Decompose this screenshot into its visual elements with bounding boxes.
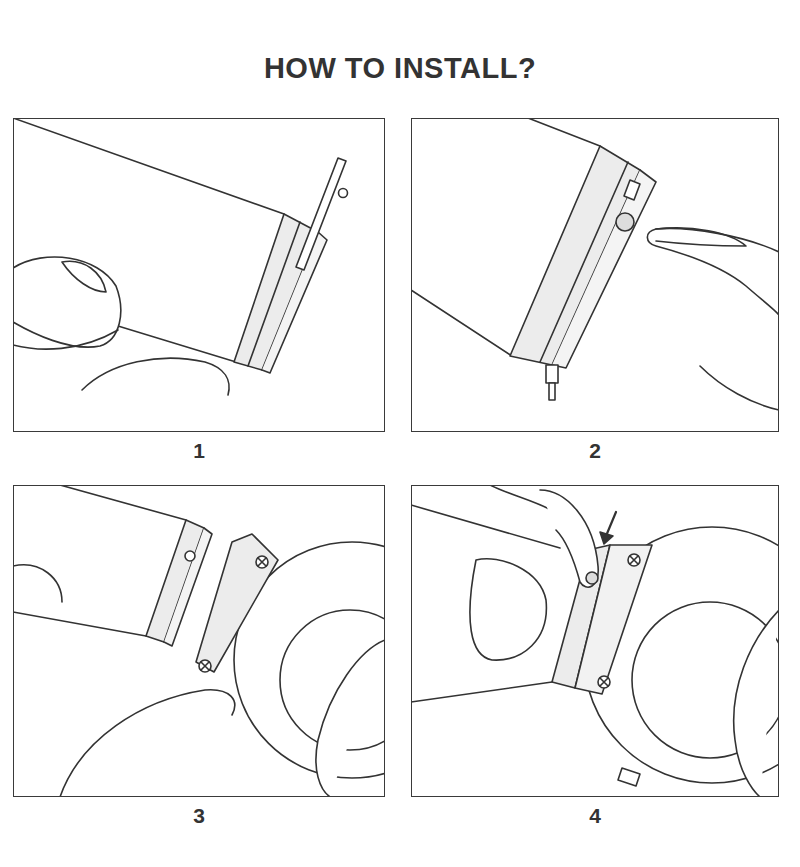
palm (82, 358, 229, 395)
page-title: HOW TO INSTALL? (0, 52, 800, 85)
step-panel: 2 (411, 118, 779, 432)
screw (628, 554, 640, 566)
thumb-nail (62, 261, 106, 292)
step-panel: 1 (13, 118, 385, 432)
strap-flange (164, 528, 212, 646)
strap-edge (13, 612, 146, 636)
step-number: 1 (193, 439, 205, 463)
press-arrow-head (600, 532, 613, 544)
step1-illustration (13, 118, 348, 395)
crown (618, 768, 640, 786)
strap-edge (411, 682, 552, 702)
screw-cross (600, 678, 608, 686)
screw-cross (630, 556, 638, 564)
strap-edge (118, 326, 236, 362)
step-panel: 3 (13, 485, 385, 797)
finger (700, 366, 779, 410)
strap-flange (262, 232, 327, 373)
step2-illustration (411, 118, 779, 410)
strap-edge (411, 505, 560, 548)
step-number: 3 (193, 804, 205, 828)
spring-bar-pin (546, 365, 558, 383)
finger (647, 228, 779, 315)
finger (734, 610, 779, 797)
spring-bar-knob (586, 572, 598, 584)
thumb (13, 257, 121, 347)
screw (598, 676, 610, 688)
palm (60, 690, 235, 797)
finger (13, 565, 62, 602)
finger (13, 330, 118, 349)
screw-cross (258, 558, 266, 566)
spring-bar (296, 158, 346, 270)
screw-cross (201, 662, 209, 670)
step3-illustration (13, 485, 385, 797)
screw (256, 556, 268, 568)
spring-bar-knob (339, 189, 348, 198)
step-number: 2 (589, 439, 601, 463)
step-panel: 4 (411, 485, 779, 797)
thumb (540, 490, 598, 587)
strap-edge (528, 118, 600, 146)
screw (199, 660, 211, 672)
strap-edge (60, 485, 186, 520)
finger (316, 640, 385, 797)
finger (470, 559, 546, 660)
strap-edge (13, 118, 284, 214)
spring-bar-knob (616, 213, 634, 231)
step4-illustration (411, 485, 779, 797)
slot (624, 180, 640, 200)
strap-flange (552, 170, 656, 368)
press-arrow (606, 512, 616, 536)
strap-edge (411, 290, 512, 356)
finger-nail (656, 228, 746, 246)
watch-lug (196, 534, 278, 672)
spring-bar-knob (185, 551, 195, 561)
step-number: 4 (589, 804, 601, 828)
spring-bar-tip (549, 383, 555, 400)
